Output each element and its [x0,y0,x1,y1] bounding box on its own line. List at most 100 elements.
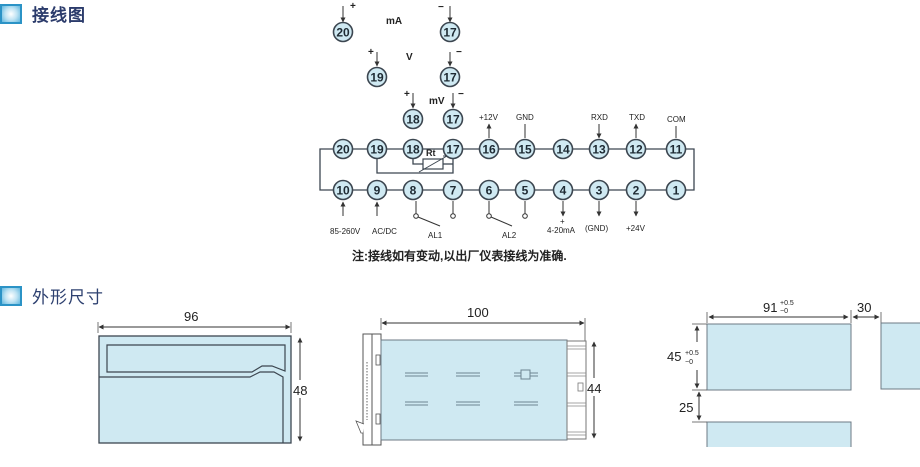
terminal-circle [442,179,464,201]
terminal-number: 17 [446,113,460,127]
terminal-circle [478,179,500,201]
mode-label-ma: mA [386,16,402,27]
input-mode-labels: + mA − + V − + mV − [350,1,464,107]
terminal-19: 19 [366,66,388,88]
cutout-width-label: 91 [763,300,777,315]
top-labels: +12V GND RXD TXD COM [479,113,686,124]
terminal-14: 14 [552,138,574,160]
terminal-17: 17 [439,21,461,43]
terminal-9: 9 [366,179,388,201]
terminal-18: 18 [402,138,424,160]
label-rxd: RXD [591,113,608,122]
sign-minus: − [438,2,444,13]
terminal-circle [366,138,388,160]
terminal-circle [665,179,687,201]
label-al1: AL1 [428,231,443,240]
cutout-hspacing-label: 30 [857,300,871,315]
sign-minus: − [456,47,462,58]
terminal-circle [332,179,354,201]
terminal-number: 1 [673,184,680,198]
bottom-labels: 85-260V AC/DC AL1 AL2 + 4-20mA (GND) +24… [330,217,646,240]
cutout-width-tol-plus: +0.5 [780,300,794,307]
terminal-number: 18 [406,143,420,157]
panel-cutout: 91 +0.5 −0 30 45 +0.5 −0 25 [667,300,920,447]
terminal-number: 20 [336,26,350,40]
terminal-number: 17 [446,143,460,157]
terminal-17: 17 [442,138,464,160]
terminal-number: 12 [629,143,643,157]
terminal-circle [442,138,464,160]
terminal-number: 3 [596,184,603,198]
terminal-6: 6 [478,179,500,201]
terminal-circle [625,138,647,160]
terminal-2: 2 [625,179,647,201]
cutout-vspacing-label: 25 [679,400,693,415]
label-power: 85-260V [330,227,361,236]
terminal-number: 14 [556,143,570,157]
sign-plus: + [404,89,410,100]
terminal-16: 16 [478,138,500,160]
terminal-number: 16 [482,143,496,157]
terminal-circle [665,138,687,160]
terminal-number: 6 [486,184,493,198]
terminal-circle [366,179,388,201]
terminal-15: 15 [514,138,536,160]
rtd-symbol: Rt [418,148,448,173]
section-title-dimensions: 外形尺寸 [32,288,104,308]
terminal-circle [402,179,424,201]
terminal-12: 12 [625,138,647,160]
side-depth-label: 100 [467,305,489,320]
bottom-terminal-row: 10 9 8 7 6 5 4 3 2 1 [332,179,687,201]
terminal-18: 18 [402,108,424,130]
terminal-number: 10 [336,184,350,198]
mode-label-mv: mV [429,96,445,107]
terminal-circle [514,179,536,201]
terminal-number: 2 [633,184,640,198]
terminal-number: 5 [522,184,529,198]
contact-icon [522,213,528,219]
terminal-number: 11 [670,143,683,157]
terminal-7: 7 [442,179,464,201]
terminal-circle [402,108,424,130]
terminal-circle [552,138,574,160]
terminal-13: 13 [588,138,610,160]
terminal-17: 17 [439,66,461,88]
terminal-circle [588,138,610,160]
terminal-number: 4 [560,184,567,198]
terminal-number: 18 [406,113,420,127]
terminal-circle [588,179,610,201]
mode-label-v: V [406,52,413,63]
terminal-circle [332,21,354,43]
terminal-number: 15 [518,143,532,157]
cutout-height-tol-plus: +0.5 [685,350,699,357]
section-header-dimensions: 外形尺寸 [0,283,104,308]
side-view: 100 44 [355,305,605,446]
terminal-number: 8 [410,184,417,198]
terminal-number: 19 [370,143,384,157]
terminal-circle [514,138,536,160]
terminal-number: 17 [443,71,457,85]
sign-minus: − [458,89,464,100]
cutout-height-tol-minus: −0 [685,359,693,366]
terminal-circle [442,108,464,130]
square-gradient-icon [0,3,22,24]
square-gradient-icon [0,285,22,306]
terminal-circle [478,138,500,160]
mode-terminals: 20 17 19 17 18 17 [332,21,464,130]
terminal-circle [366,66,388,88]
input-modes [340,6,456,109]
terminal-17: 17 [442,108,464,130]
contact-icon [413,213,419,219]
sign-plus: + [350,1,356,12]
label-24v: +24V [626,224,646,233]
terminal-3: 3 [588,179,610,201]
terminal-circle [332,138,354,160]
terminal-circle [552,179,574,201]
sign-plus: + [368,47,374,58]
terminal-number: 7 [450,184,457,198]
front-view: 96 48 [97,309,309,444]
contact-icon [486,213,492,219]
bottom-connection-arrows [340,201,639,227]
